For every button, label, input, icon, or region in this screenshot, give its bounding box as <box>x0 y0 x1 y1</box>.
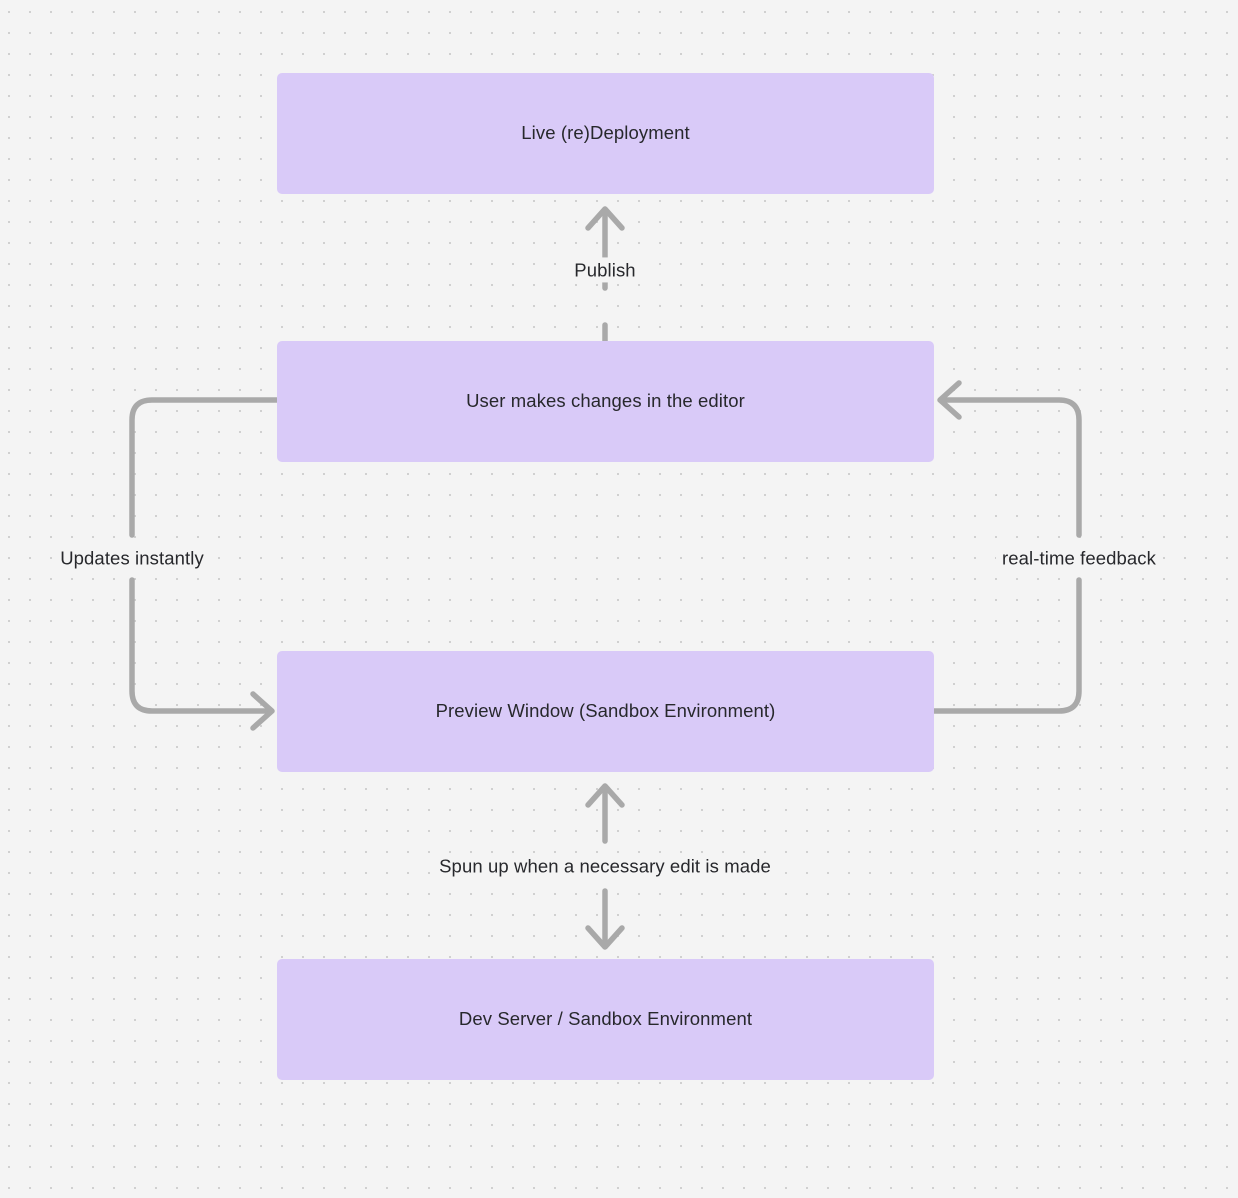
edge-label-publish: Publish <box>568 257 642 283</box>
node-live-deployment[interactable]: Live (re)Deployment <box>277 73 934 194</box>
edge-label-spun-up: Spun up when a necessary edit is made <box>433 853 777 879</box>
node-label-user-editor: User makes changes in the editor <box>466 390 745 412</box>
node-user-editor[interactable]: User makes changes in the editor <box>277 341 934 462</box>
node-label-dev-server: Dev Server / Sandbox Environment <box>458 1008 753 1030</box>
node-dev-server[interactable]: Dev Server / Sandbox Environment <box>277 959 934 1080</box>
node-preview-window[interactable]: Preview Window (Sandbox Environment) <box>277 651 934 772</box>
node-label-preview-window: Preview Window (Sandbox Environment) <box>435 700 776 722</box>
edge-label-real-time-feedback: real-time feedback <box>996 545 1162 571</box>
node-label-live-deployment: Live (re)Deployment <box>521 122 690 144</box>
edge-label-updates-instantly: Updates instantly <box>54 545 210 571</box>
